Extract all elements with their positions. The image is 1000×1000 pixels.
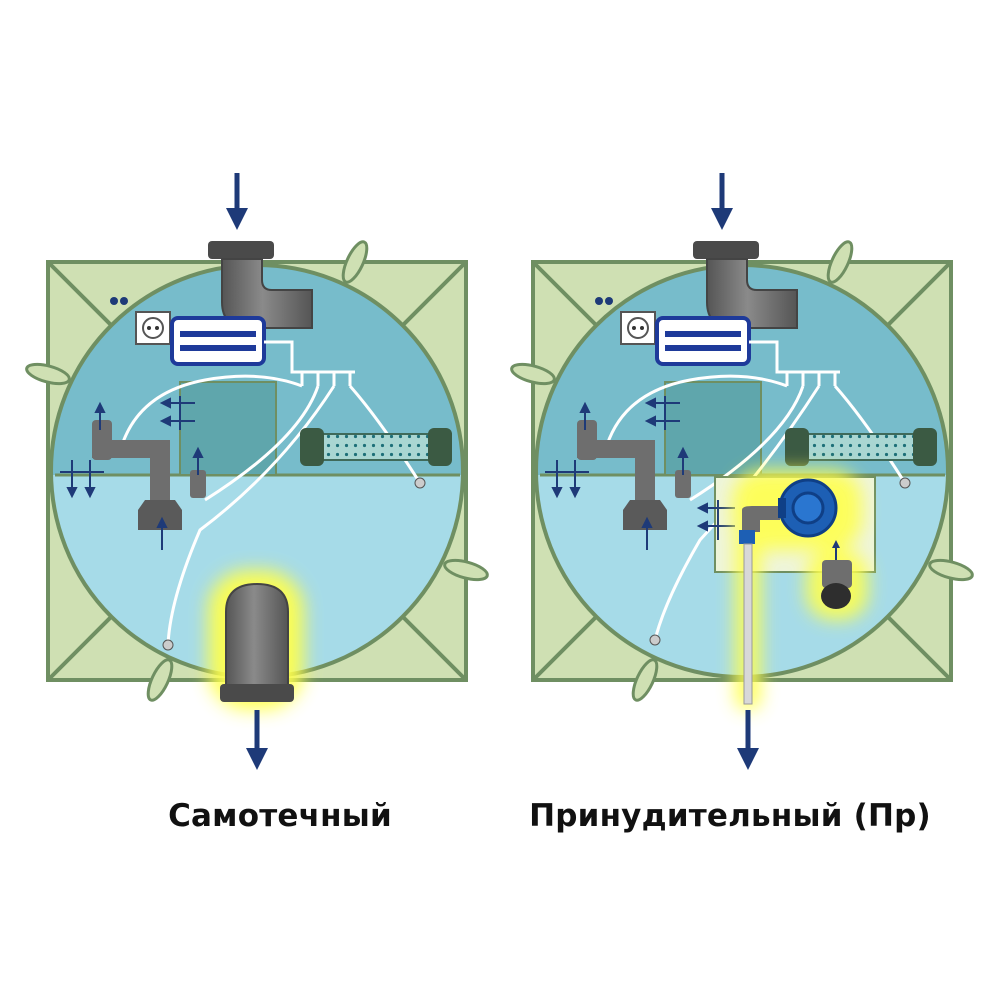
pump-icon [739,478,838,544]
inlet-elbow-pipe [208,241,313,329]
socket-icon [620,311,656,345]
down-arrow-icon [226,173,248,230]
socket-icon [135,311,171,345]
pressure-hose-icon [743,543,753,705]
down-arrow-icon [246,710,268,770]
intake-pipe-icon [821,540,852,609]
inlet-elbow-pipe [693,241,798,329]
air-manifold-icon [605,340,907,641]
compressor-icon [170,316,266,366]
down-arrow-icon [737,710,759,770]
outlet-pipe-icon [208,570,304,710]
airlift-pipe [577,420,691,530]
aerator-tube-icon [300,428,452,466]
airlift-pipe [92,420,206,530]
caption-gravity-outlet: Самотечный [168,798,392,834]
compressor-icon [655,316,751,366]
caption-pumped-outlet: Принудительный (Пр) [529,798,931,834]
diagram-right [510,173,974,770]
down-arrow-icon [711,173,733,230]
mounting-lugs [510,240,974,702]
diagram-left [25,173,489,770]
flow-arrows [545,396,689,550]
flow-arrows [60,396,204,550]
float-valve-icon [595,297,613,305]
aerator-tube-icon [785,428,937,466]
mounting-lugs [25,240,489,702]
float-valve-icon [110,297,128,305]
